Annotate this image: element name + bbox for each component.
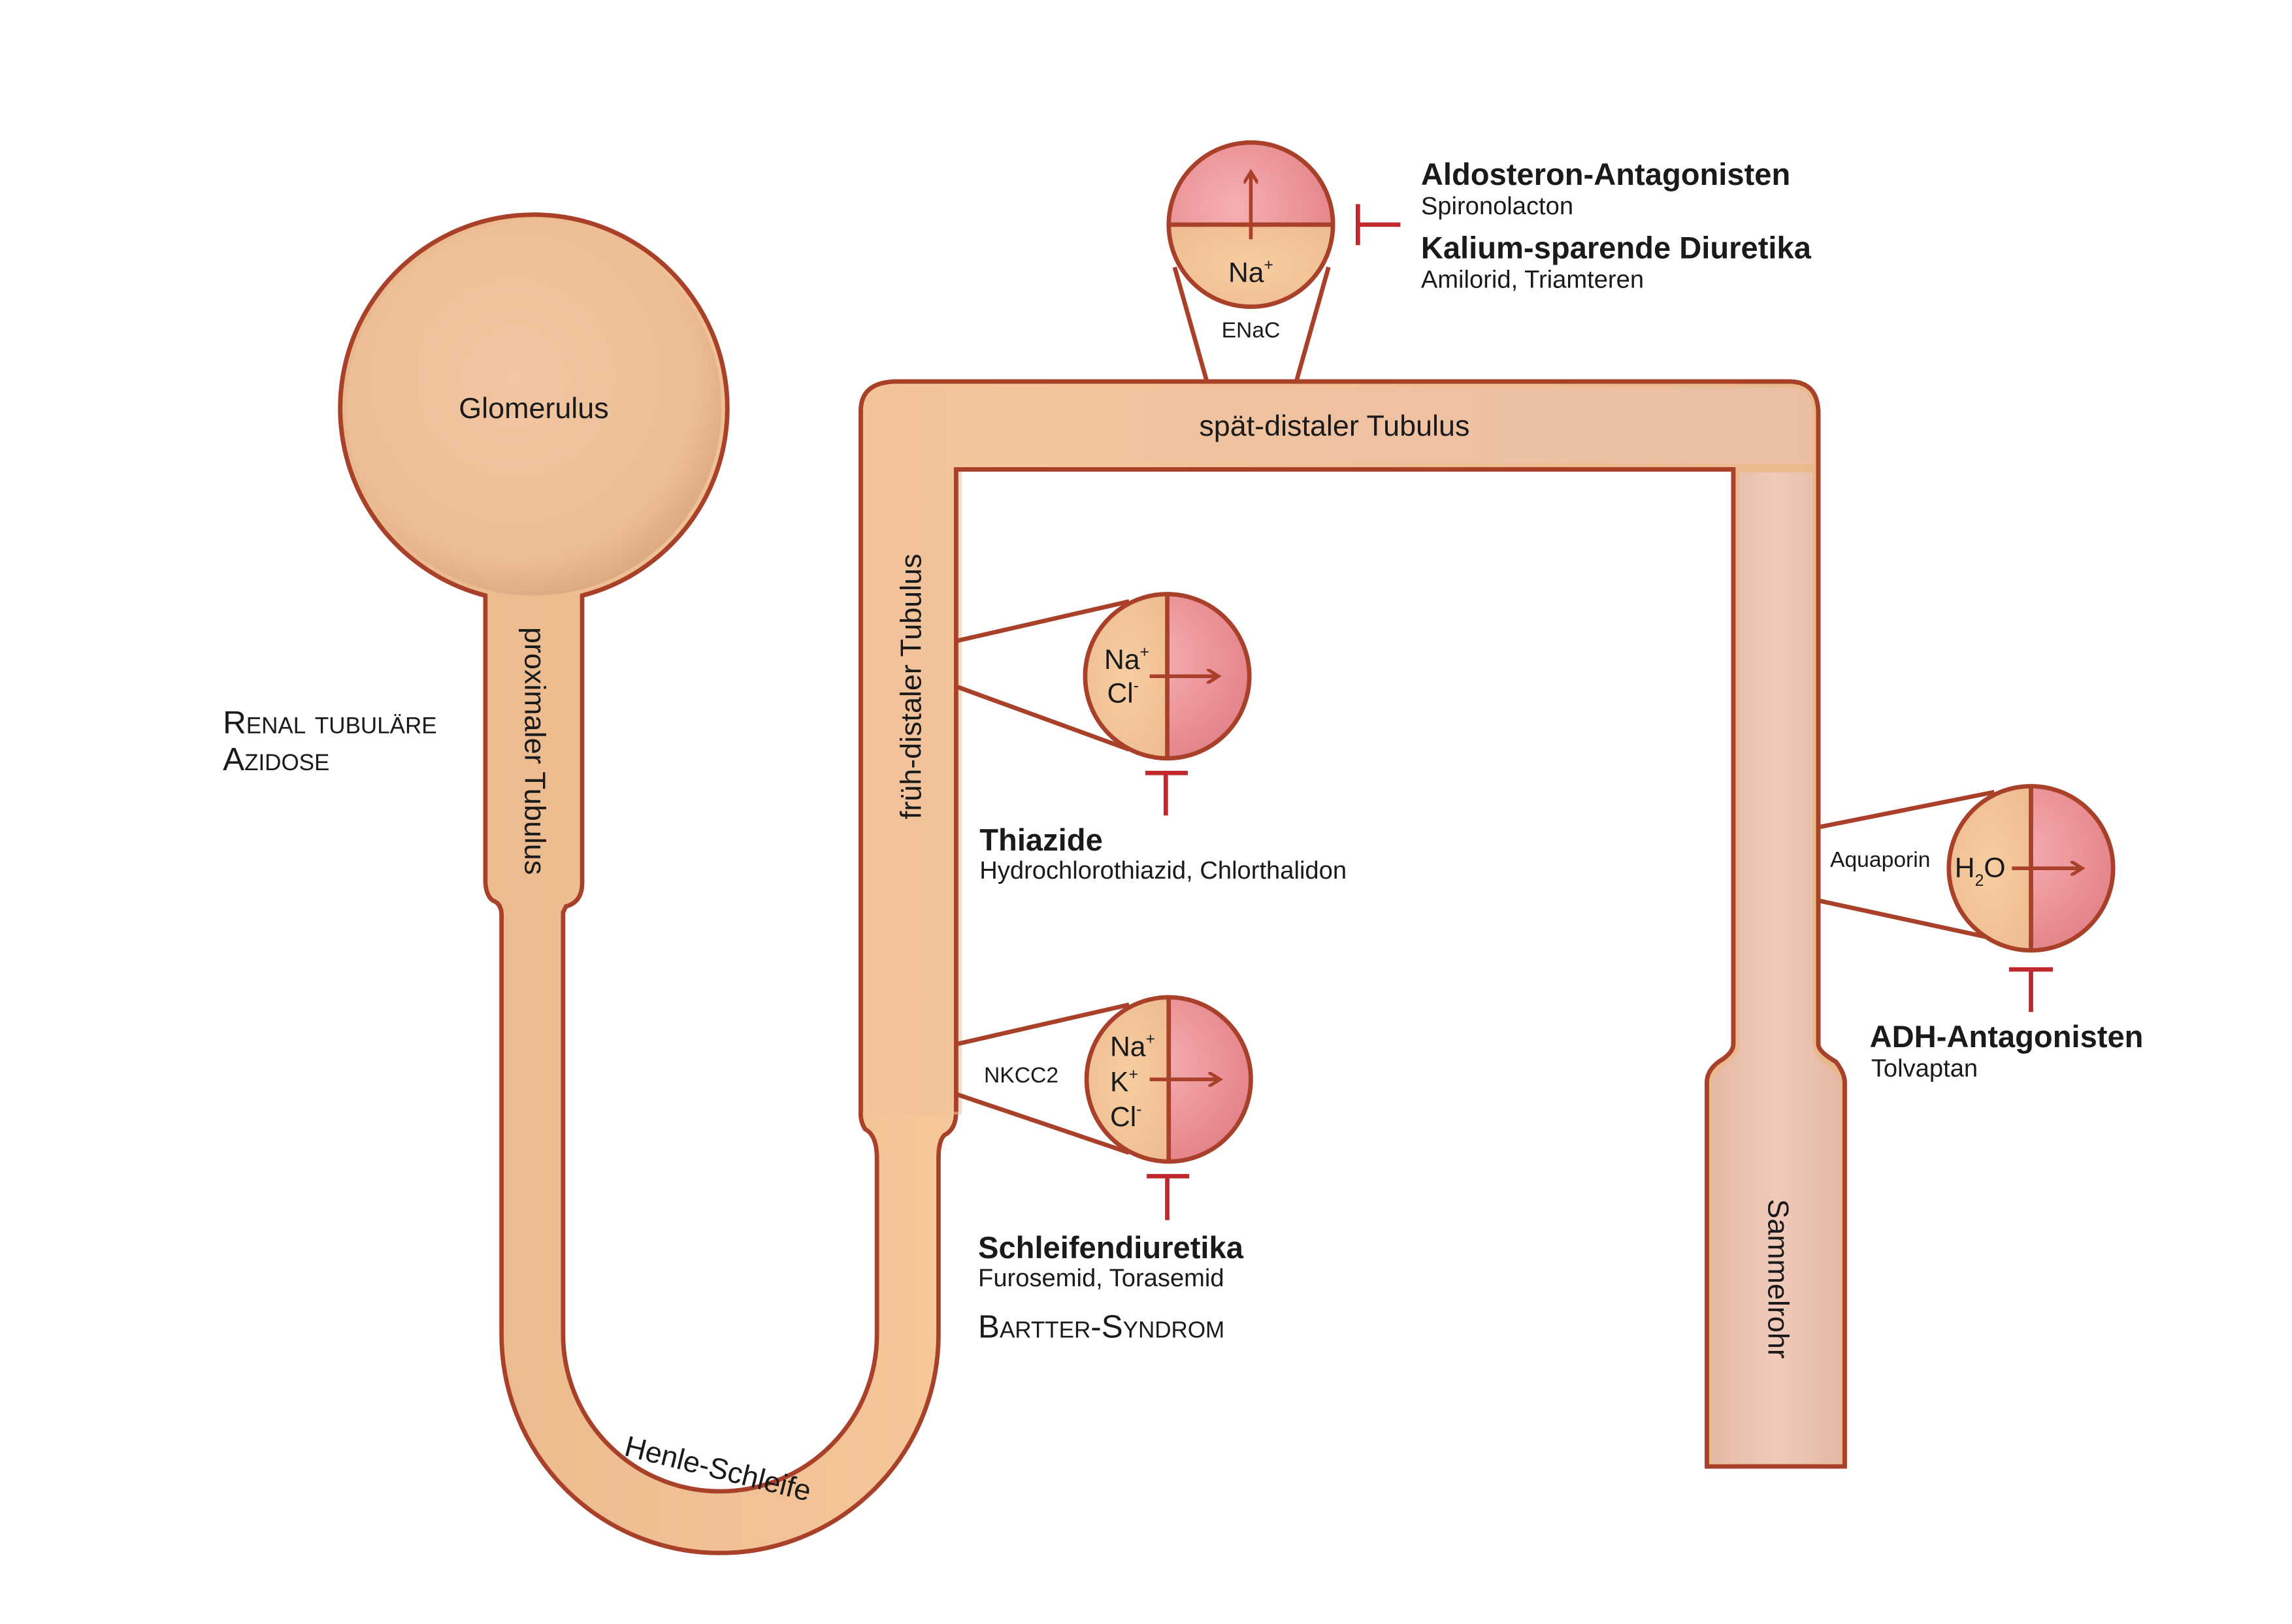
aquaporin-inhibitor-icon [2008,967,2054,1013]
aquaporin-molecule: H2O [1955,853,2006,890]
frueh-distaler-tubulus-label: früh-distaler Tubulus [894,554,927,820]
ncc-ion-cl: Cl- [1107,677,1139,709]
ncc-inhibitor-icon [1145,770,1188,816]
nkcc2-ion-k: K+ [1110,1065,1138,1097]
drug-thiazide-title: Thiazide [979,822,1103,857]
nephron-tubule [338,212,1847,1555]
drug-thiazide-examples: Hydrochlorothiazid, Chlorthalidon [979,856,1347,885]
drug-k-sparing-examples: Amilorid, Triamteren [1421,265,1644,293]
ncc-funnel [955,599,1130,752]
glomerulus [346,220,722,596]
ncc-ion-na: Na+ [1104,643,1149,675]
drug-adh-examples: Tolvaptan [1871,1054,1978,1082]
drug-aldosterone-title: Aldosteron-Antagonisten [1421,157,1790,191]
enac-lower-half [1168,224,1334,307]
tubule-outline [859,379,1847,1467]
nkcc2-funnel [955,1002,1130,1155]
collecting-duct-shade [1711,472,1841,1464]
aquaporin-channel: H2O Aquaporin [1818,784,2116,1013]
glomerulus-label: Glomerulus [459,391,608,425]
nkcc2-channel: Na+ K+ Cl- NKCC2 [955,995,1253,1220]
nkcc2-left-half [1087,997,1169,1162]
nkcc2-ion-cl: Cl- [1110,1101,1141,1133]
aquaporin-left-half [1948,786,2031,950]
drug-adh-title: ADH-Antagonisten [1870,1019,2144,1054]
nkcc2-ion-na: Na+ [1110,1030,1155,1062]
rta-note-line1: Renal tubuläre [223,705,437,741]
drug-loop-examples: Furosemid, Torasemid [978,1264,1224,1292]
drug-k-sparing-title: Kalium-sparende Diuretika [1421,230,1812,265]
drug-loop-title: Schleifendiuretika [978,1230,1244,1265]
distal-tubule-shade [868,387,1813,1115]
ncc-left-half [1085,594,1168,758]
enac-name: ENaC [1222,319,1281,343]
sammelrohr-label: Sammelrohr [1762,1199,1795,1358]
proximal-tubulus-label: proximaler Tubulus [518,627,551,875]
enac-ion: Na+ [1228,256,1273,288]
aquaporin-name: Aquaporin [1830,848,1930,872]
aquaporin-funnel [1818,790,1995,941]
enac-channel: Na+ ENaC [1166,140,1401,382]
rta-note-line2: Azidose [223,741,329,777]
drug-aldosterone-examples: Spironolacton [1421,192,1573,220]
ncc-channel: Na+ Cl- [955,592,1252,816]
enac-inhibitor-icon [1355,204,1401,246]
nkcc2-inhibitor-icon [1147,1174,1190,1220]
glomerulus-outline [338,212,730,598]
nkcc2-name: NKCC2 [984,1064,1058,1088]
spaet-distaler-tubulus-label: spät-distaler Tubulus [1199,409,1469,442]
bartter-note: Bartter-Syndrom [978,1308,1224,1344]
enac-funnel [1172,267,1331,382]
